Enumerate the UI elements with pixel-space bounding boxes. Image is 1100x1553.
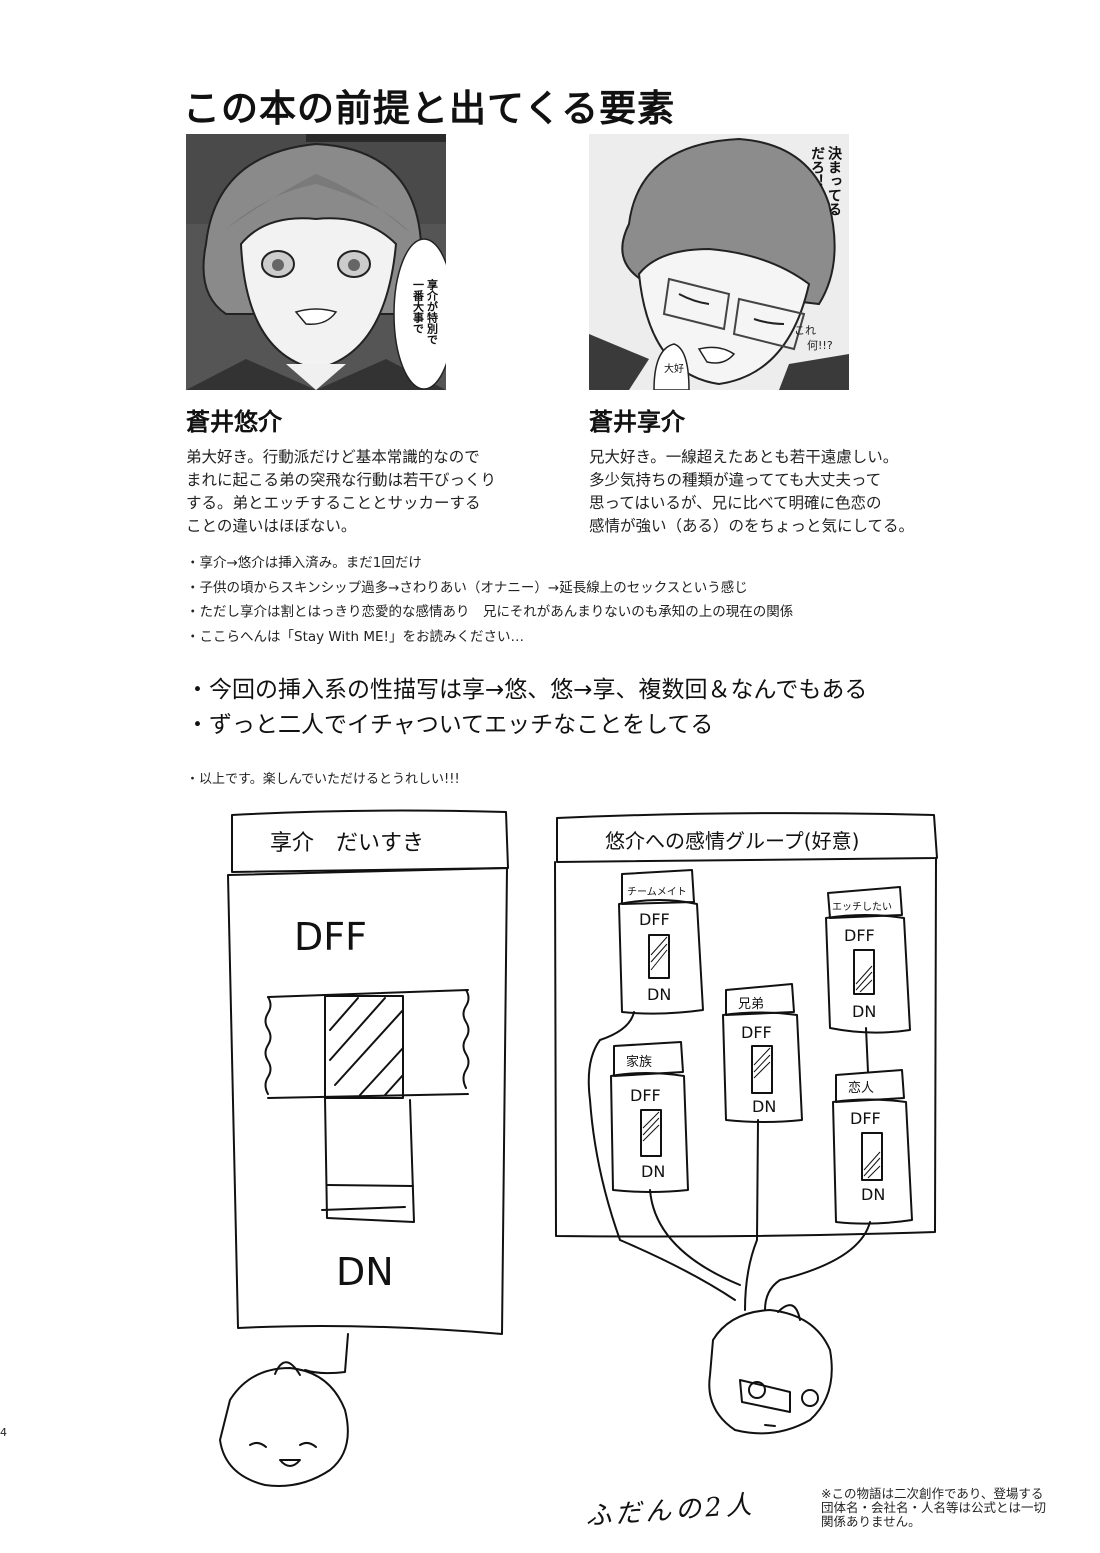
left-panel-header-box — [231, 809, 509, 873]
left-panel-header: 享介 だいすき — [270, 831, 424, 856]
left-panel-body — [227, 867, 508, 1335]
left-switch-off-label: DFF — [294, 915, 367, 959]
right-panel-header: 悠介への感情グループ(好意) — [605, 829, 859, 853]
character-name-kyosuke: 蒼井享介 — [589, 408, 685, 436]
switch-on-label: DN — [852, 1002, 876, 1021]
speech-line-1: 享介が特別で — [426, 278, 440, 345]
character-panel-kyosuke: 大好 決まってる だろ！ これ 何!!? — [589, 134, 849, 390]
disclaimer: ※この物語は二次創作であり、登場する 団体名・会社名・人名等は公式とは一切 関係… — [821, 1486, 1047, 1529]
switch-label-brothers: 兄弟 — [738, 997, 764, 1012]
handwriting-line-1: これ — [794, 324, 816, 337]
switch-off-label: DFF — [844, 926, 875, 945]
character-panel-yusuke: 享介が特別で 一番大事で — [186, 134, 446, 390]
switch-label-family: 家族 — [626, 1054, 652, 1070]
switch-label-teammate: チームメイト — [627, 886, 687, 898]
character-description-yusuke: 弟大好き。行動派だけど基本常識的なので まれに起こる弟の突飛な行動は若干びっくり… — [186, 448, 497, 535]
switch-off-label: DFF — [639, 910, 670, 929]
note-item-large: ・ずっと二人でイチャついてエッチなことをしてる — [186, 712, 714, 738]
switch-on-label: DN — [641, 1162, 665, 1181]
switch-on-label: DN — [647, 985, 671, 1004]
handwriting-line-2: 何!!? — [807, 339, 833, 352]
note-item: ・ここらへんは「Stay With ME!」をお読みください… — [186, 628, 524, 645]
character-description-kyosuke: 兄大好き。一線超えたあとも若干遠慮しい。 多少気持ちの種類が違ってても大丈夫って… — [589, 448, 915, 535]
note-item: ・享介→悠介は挿入済み。まだ1回だけ — [186, 555, 422, 571]
speech-line-1: 決まってる — [826, 145, 842, 216]
page-number: 4 — [0, 1426, 7, 1439]
notes-small-list: ・享介→悠介は挿入済み。まだ1回だけ ・子供の頃からスキンシップ過多→さわりあい… — [186, 551, 793, 649]
manga-illustration-yusuke: 享介が特別で 一番大事で — [186, 134, 446, 390]
switch-label-ecchi: エッチしたい — [832, 901, 892, 913]
switch-on-label: DN — [752, 1097, 776, 1116]
left-switch-on-label: DN — [336, 1250, 394, 1294]
big-switch-hatched — [324, 995, 404, 1099]
note-item: ・ただし享介は割とはっきり恋愛的な感情あり 兄にそれがあんまりないのも承知の上の… — [186, 604, 794, 620]
closing-note: ・以上です。楽しんでいただけるとうれしい!!! — [186, 772, 460, 787]
character-name-yusuke: 蒼井悠介 — [186, 408, 282, 436]
speech-line-2: 一番大事で — [412, 279, 426, 334]
manga-illustration-kyosuke: 大好 決まってる だろ！ これ 何!!? — [589, 134, 849, 390]
speech-line-2: だろ！ — [809, 146, 825, 188]
switch-off-label: DFF — [741, 1023, 772, 1042]
right-panel-header-box — [556, 812, 938, 863]
switch-sketch-illustration: 享介 だいすき DFF DN 悠介への感情グループ(好意) チームメイト DFF… — [219, 809, 938, 1487]
switch-label-lover: 恋人 — [848, 1080, 874, 1096]
bubble-text: 大好 — [664, 362, 684, 375]
note-item: ・子供の頃からスキンシップ過多→さわりあい（オナニー）→延長線上のセックスという… — [186, 579, 748, 596]
notes-large-list: ・今回の挿入系の性描写は享→悠、悠→享、複数回＆なんでもある ・ずっと二人でイチ… — [186, 673, 867, 743]
switch-on-label: DN — [861, 1185, 885, 1204]
page-title: この本の前提と出てくる要素 — [183, 87, 676, 130]
switch-off-label: DFF — [630, 1086, 661, 1105]
switch-off-label: DFF — [850, 1109, 881, 1128]
note-item-large: ・今回の挿入系の性描写は享→悠、悠→享、複数回＆なんでもある — [186, 677, 868, 703]
